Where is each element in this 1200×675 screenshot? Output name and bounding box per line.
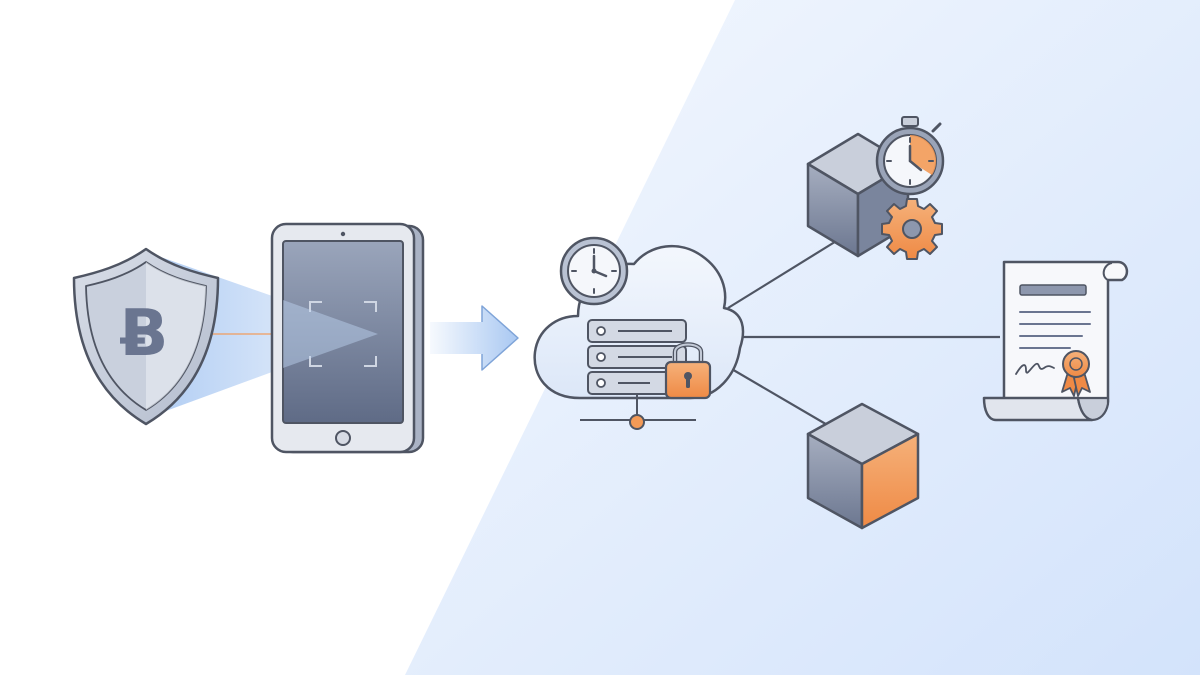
gear-icon bbox=[881, 198, 943, 260]
edge-cloud-block-top bbox=[727, 239, 839, 309]
tablet-scanner-icon bbox=[270, 222, 425, 454]
bitcoin-glyph: Ƀ bbox=[120, 297, 169, 371]
server-rack-icon bbox=[580, 319, 696, 430]
stopwatch-icon bbox=[875, 116, 945, 196]
document-scroll-icon bbox=[982, 260, 1129, 422]
arrow-right-icon bbox=[430, 305, 519, 371]
award-ribbon-icon bbox=[1061, 350, 1091, 397]
cloud-server-icon bbox=[533, 244, 745, 430]
clock-icon bbox=[559, 236, 629, 306]
padlock-icon bbox=[664, 342, 712, 400]
block-bottom-cube-icon bbox=[806, 402, 920, 530]
scan-frame-icon bbox=[309, 301, 377, 367]
edge-cloud-block-bottom bbox=[729, 367, 837, 431]
bitcoin-shield-icon: Ƀ bbox=[72, 247, 220, 426]
signature-icon bbox=[1015, 362, 1055, 375]
